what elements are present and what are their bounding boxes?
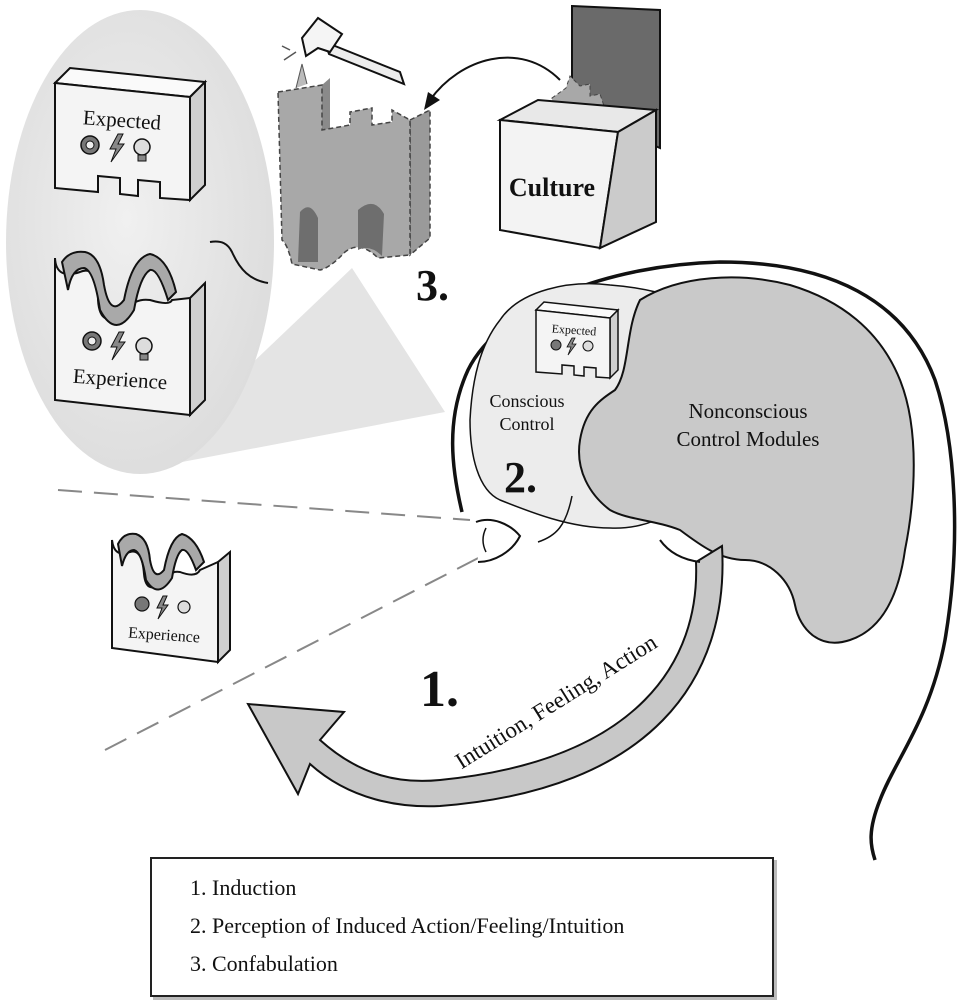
- nonconscious-region: [578, 276, 915, 644]
- gear-icon: [134, 596, 150, 612]
- arrow-text: Intuition, Feeling, Action: [451, 629, 662, 774]
- confabulation-arrow: [209, 240, 269, 284]
- expected-block-small: Expected: [534, 301, 620, 380]
- experience-block-bottom: Experience: [111, 532, 231, 665]
- castle-construct: 3.: [277, 63, 449, 310]
- lightbulb-icon: [177, 600, 191, 614]
- step-2-label: 2.: [504, 453, 537, 502]
- culture-box: Culture: [496, 4, 661, 250]
- lightbulb-icon: [133, 138, 151, 162]
- expected-block: Expected: [52, 66, 208, 203]
- hammer-icon: [281, 16, 406, 86]
- lightning-icon: [566, 337, 577, 356]
- lightbulb-icon: [135, 337, 153, 361]
- legend-item-induction: 1. Induction: [190, 875, 297, 900]
- expected-label: Expected: [82, 105, 162, 134]
- step-3-label: 3.: [416, 261, 449, 310]
- conscious-label-line2: Control: [499, 414, 554, 434]
- lightning-icon: [109, 133, 125, 163]
- conscious-label-line1: Conscious: [489, 391, 564, 411]
- culture-label: Culture: [509, 173, 595, 202]
- lightning-icon: [110, 331, 126, 361]
- nonconscious-label-line1: Nonconscious: [689, 399, 808, 423]
- step-1-label: 1.: [420, 661, 459, 718]
- head-outline: [450, 260, 957, 861]
- gear-icon: [550, 339, 562, 351]
- gear-icon: [80, 135, 100, 155]
- legend-box: 1. Induction 2. Perception of Induced Ac…: [150, 857, 774, 997]
- induction-arrow: Intuition, Feeling, Action: [246, 539, 724, 808]
- gear-icon: [82, 331, 102, 351]
- viewing-line-upper: [57, 489, 471, 521]
- experience-bottom-label: Experience: [128, 625, 201, 647]
- nerve-line: [537, 495, 573, 543]
- expected-small-label: Expected: [551, 321, 597, 338]
- experience-block: Experience: [54, 250, 206, 418]
- nonconscious-label-line2: Control Modules: [677, 427, 820, 451]
- lightbulb-icon: [582, 340, 594, 352]
- lightning-icon: [156, 595, 169, 620]
- legend-item-perception: 2. Perception of Induced Action/Feeling/…: [190, 913, 625, 938]
- culture-arrow: [429, 56, 561, 101]
- eye-icon: [475, 518, 522, 563]
- legend-item-confabulation: 3. Confabulation: [190, 951, 338, 976]
